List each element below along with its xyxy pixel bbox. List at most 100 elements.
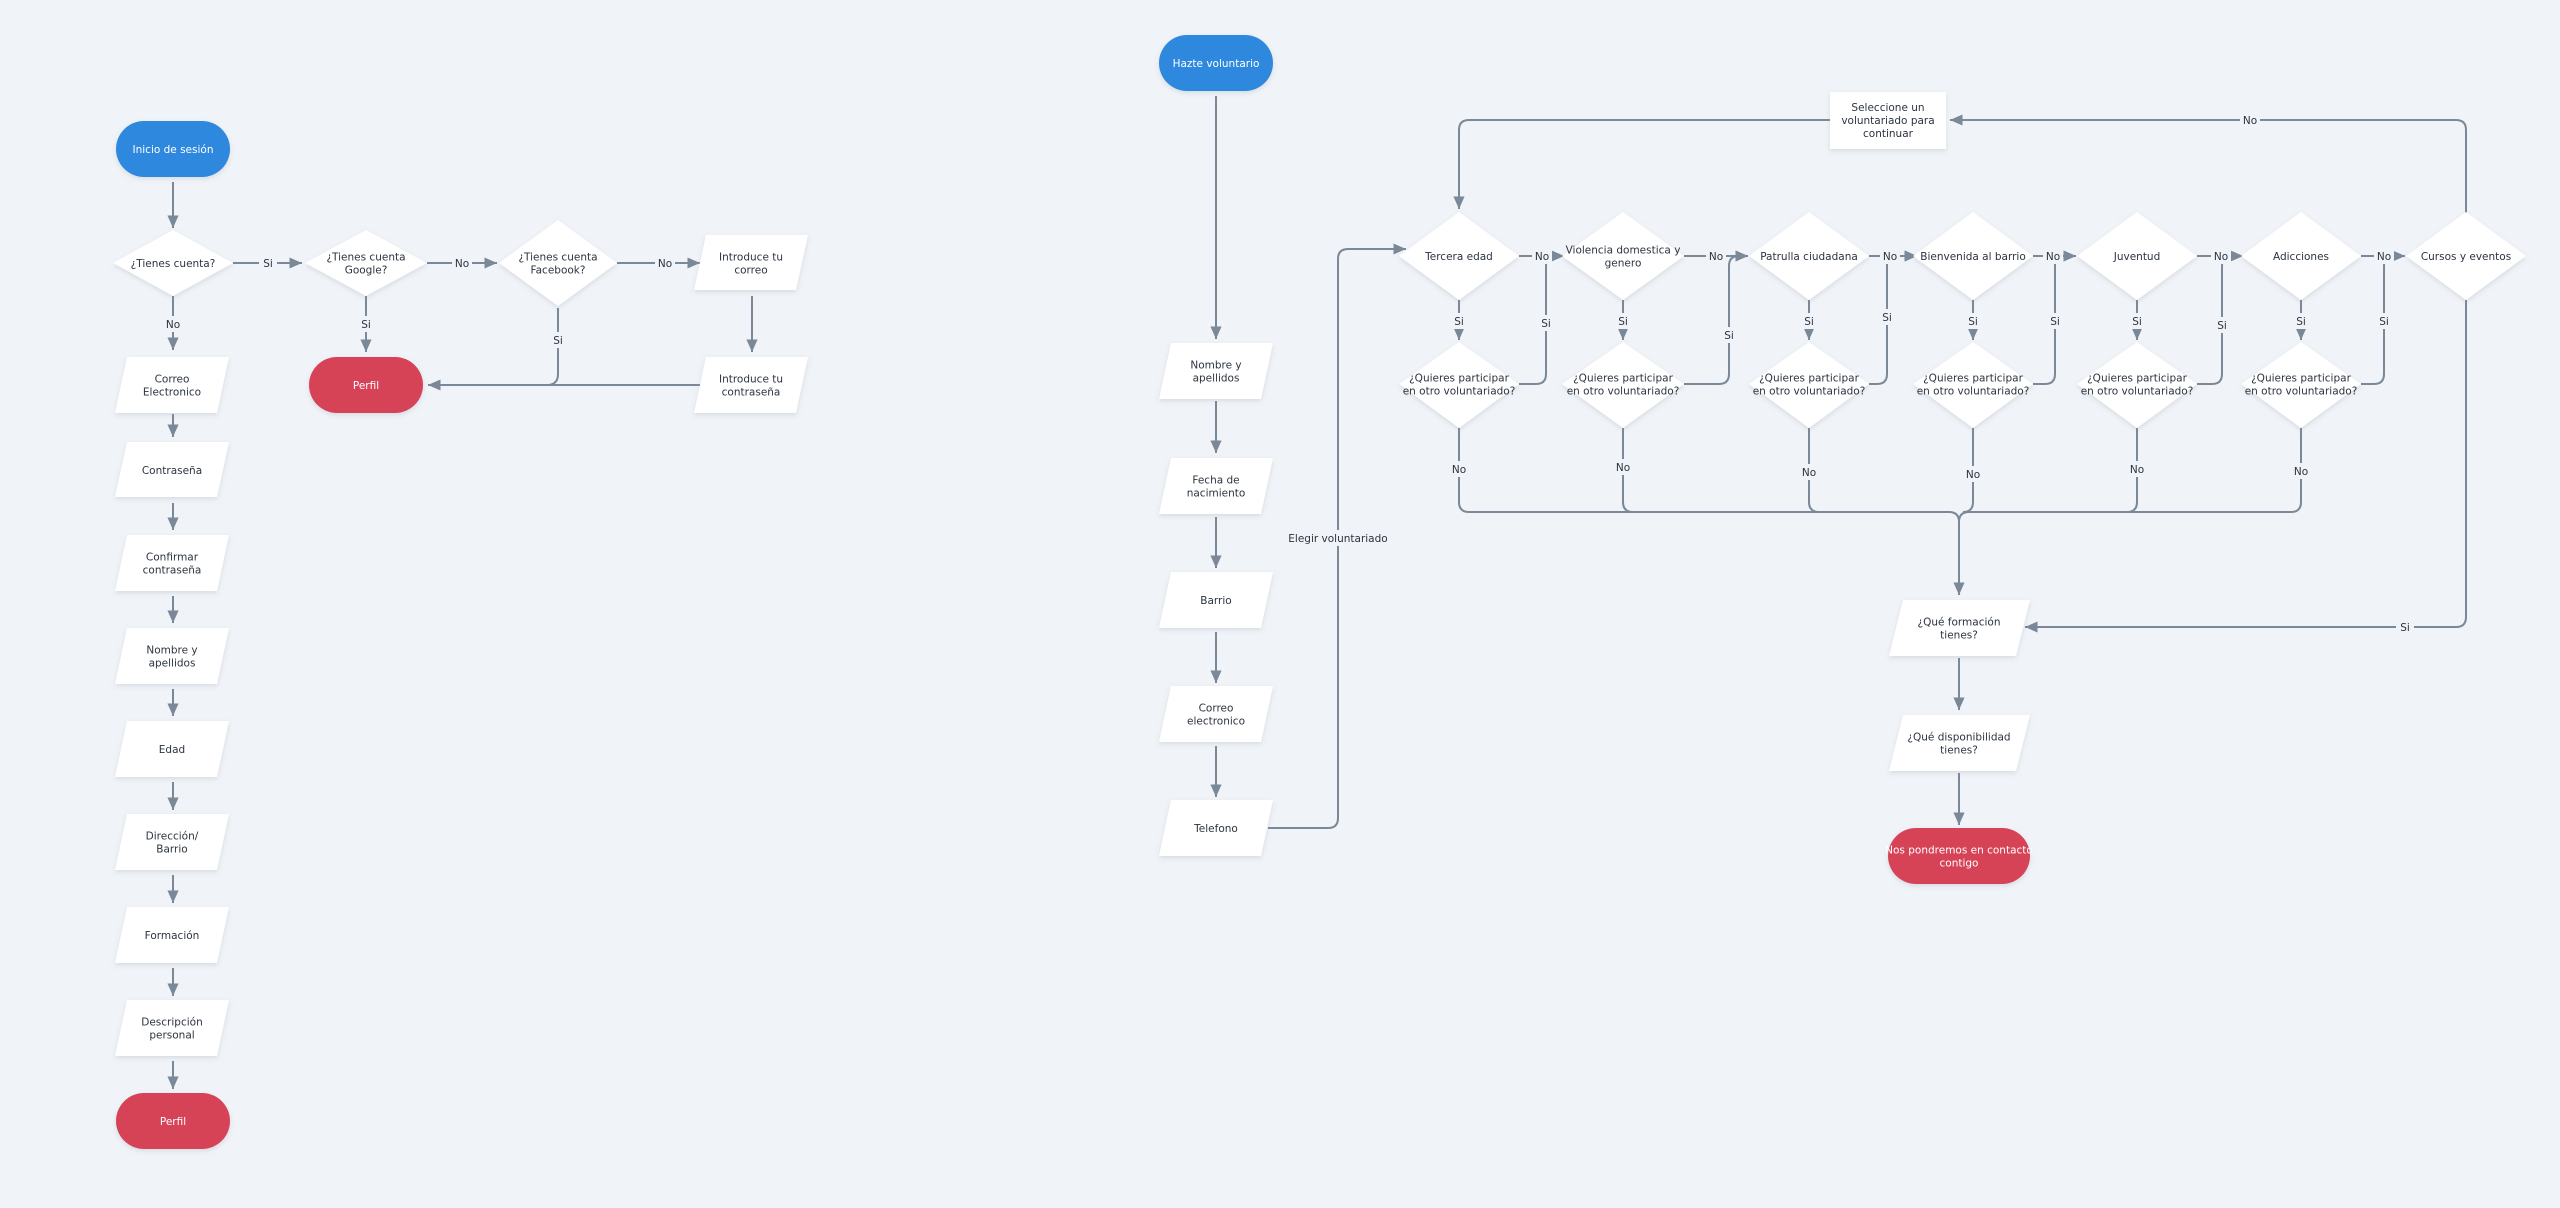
label-no-account-register: No (166, 319, 180, 331)
label-no-chain-2: No (1709, 251, 1723, 263)
text-login-start: Inicio de sesión (133, 144, 214, 156)
nodes (113, 35, 2526, 1149)
edge-cursos-to-training (2025, 300, 2467, 633)
edge-merge-2 (1622, 428, 1634, 513)
terminal-profile-top[interactable] (309, 357, 423, 413)
io-vol-birth[interactable] (1159, 458, 1273, 514)
terminal-vol-start[interactable] (1159, 35, 1273, 91)
decision-sub-3[interactable] (1749, 342, 1869, 428)
terminal-contact-end[interactable] (1888, 828, 2030, 884)
label-no-sub-6: No (2294, 466, 2308, 478)
text-opt-adicciones: Adicciones (2273, 251, 2329, 263)
text-reg-address: Dirección/Barrio (146, 831, 199, 856)
label-no-facebook-email: No (658, 258, 672, 270)
text-vol-start: Hazte voluntario (1173, 58, 1260, 70)
label-si-loop-6: Si (2379, 316, 2389, 328)
decision-has-google[interactable] (305, 230, 427, 296)
label-si-opt-2: Si (1618, 316, 1628, 328)
edge-facebook-to-profile (530, 308, 559, 386)
edge-labels: Si No No No Si Si Elegir voluntariado No… (163, 112, 2414, 635)
io-vol-name[interactable] (1159, 343, 1273, 399)
process-select-volunteer[interactable] (1830, 92, 1946, 149)
label-si-facebook-profile: Si (553, 335, 563, 347)
io-q-training[interactable] (1889, 600, 2030, 656)
decision-sub-1[interactable] (1399, 342, 1519, 428)
label-si-loop-5: Si (2217, 320, 2227, 332)
decision-opt-juventud[interactable] (2077, 212, 2197, 300)
text-reg-age: Edad (159, 744, 185, 756)
label-si-opt-1: Si (1454, 316, 1464, 328)
terminal-profile-bottom[interactable] (116, 1093, 230, 1149)
label-no-chain-6: No (2377, 251, 2391, 263)
label-no-sub-2: No (1616, 462, 1630, 474)
io-enter-password[interactable] (694, 357, 808, 413)
decision-has-facebook[interactable] (499, 220, 617, 306)
io-reg-confirm[interactable] (115, 535, 229, 591)
label-si-opt-3: Si (1804, 316, 1814, 328)
text-profile-bottom: Perfil (160, 1116, 186, 1128)
io-reg-password[interactable] (115, 442, 229, 497)
decision-sub-5[interactable] (2077, 342, 2197, 428)
text-opt-juventud: Juventud (2113, 251, 2161, 263)
text-vol-barrio: Barrio (1200, 595, 1231, 607)
label-si-loop-2: Si (1724, 330, 1734, 342)
decision-sub-2[interactable] (1562, 342, 1684, 428)
label-si-account-google: Si (263, 258, 273, 270)
label-si-opt-5: Si (2132, 316, 2142, 328)
io-reg-age[interactable] (115, 721, 229, 777)
io-vol-phone[interactable] (1159, 800, 1273, 856)
io-q-availability[interactable] (1889, 715, 2030, 771)
io-reg-email[interactable] (115, 357, 229, 413)
label-si-cursos-training: Si (2400, 622, 2410, 634)
node-labels: Inicio de sesión Perfil Perfil Hazte vol… (131, 58, 2512, 1128)
label-si-loop-3: Si (1882, 312, 1892, 324)
text-profile-top: Perfil (353, 380, 379, 392)
decision-sub-6[interactable] (2241, 342, 2361, 428)
edge-cursos-to-select (1950, 114, 2467, 214)
io-vol-barrio[interactable] (1159, 572, 1273, 628)
label-no-sub-5: No (2130, 464, 2144, 476)
decision-opt-patrulla[interactable] (1749, 212, 1869, 300)
edge-select-to-tercera (1453, 119, 1830, 209)
edge-merge-3 (1808, 428, 1820, 513)
decision-opt-adicciones[interactable] (2241, 212, 2361, 300)
terminal-login-start[interactable] (116, 121, 230, 177)
io-reg-training[interactable] (115, 907, 229, 963)
io-vol-email[interactable] (1159, 686, 1273, 742)
label-no-sub-3: No (1802, 467, 1816, 479)
label-no-chain-5: No (2214, 251, 2228, 263)
decision-opt-bienvenida[interactable] (1913, 212, 2033, 300)
edge-merge-1 (1458, 428, 1960, 523)
decision-opt-violencia[interactable] (1562, 212, 1684, 300)
label-si-opt-6: Si (2296, 316, 2306, 328)
io-reg-name[interactable] (115, 628, 229, 684)
decision-opt-cursos[interactable] (2406, 212, 2526, 300)
edge-merge-6 (1958, 428, 2302, 523)
text-opt-bienvenida: Bienvenida al barrio (1920, 251, 2026, 263)
label-no-chain-3: No (1883, 251, 1897, 263)
edge-loop-2 (1684, 250, 1748, 385)
decision-opt-tercera[interactable] (1399, 212, 1519, 300)
io-reg-address[interactable] (115, 814, 229, 870)
decision-sub-4[interactable] (1913, 342, 2033, 428)
io-enter-email[interactable] (694, 235, 808, 290)
io-reg-description[interactable] (115, 1000, 229, 1056)
decision-has-account[interactable] (113, 230, 233, 296)
